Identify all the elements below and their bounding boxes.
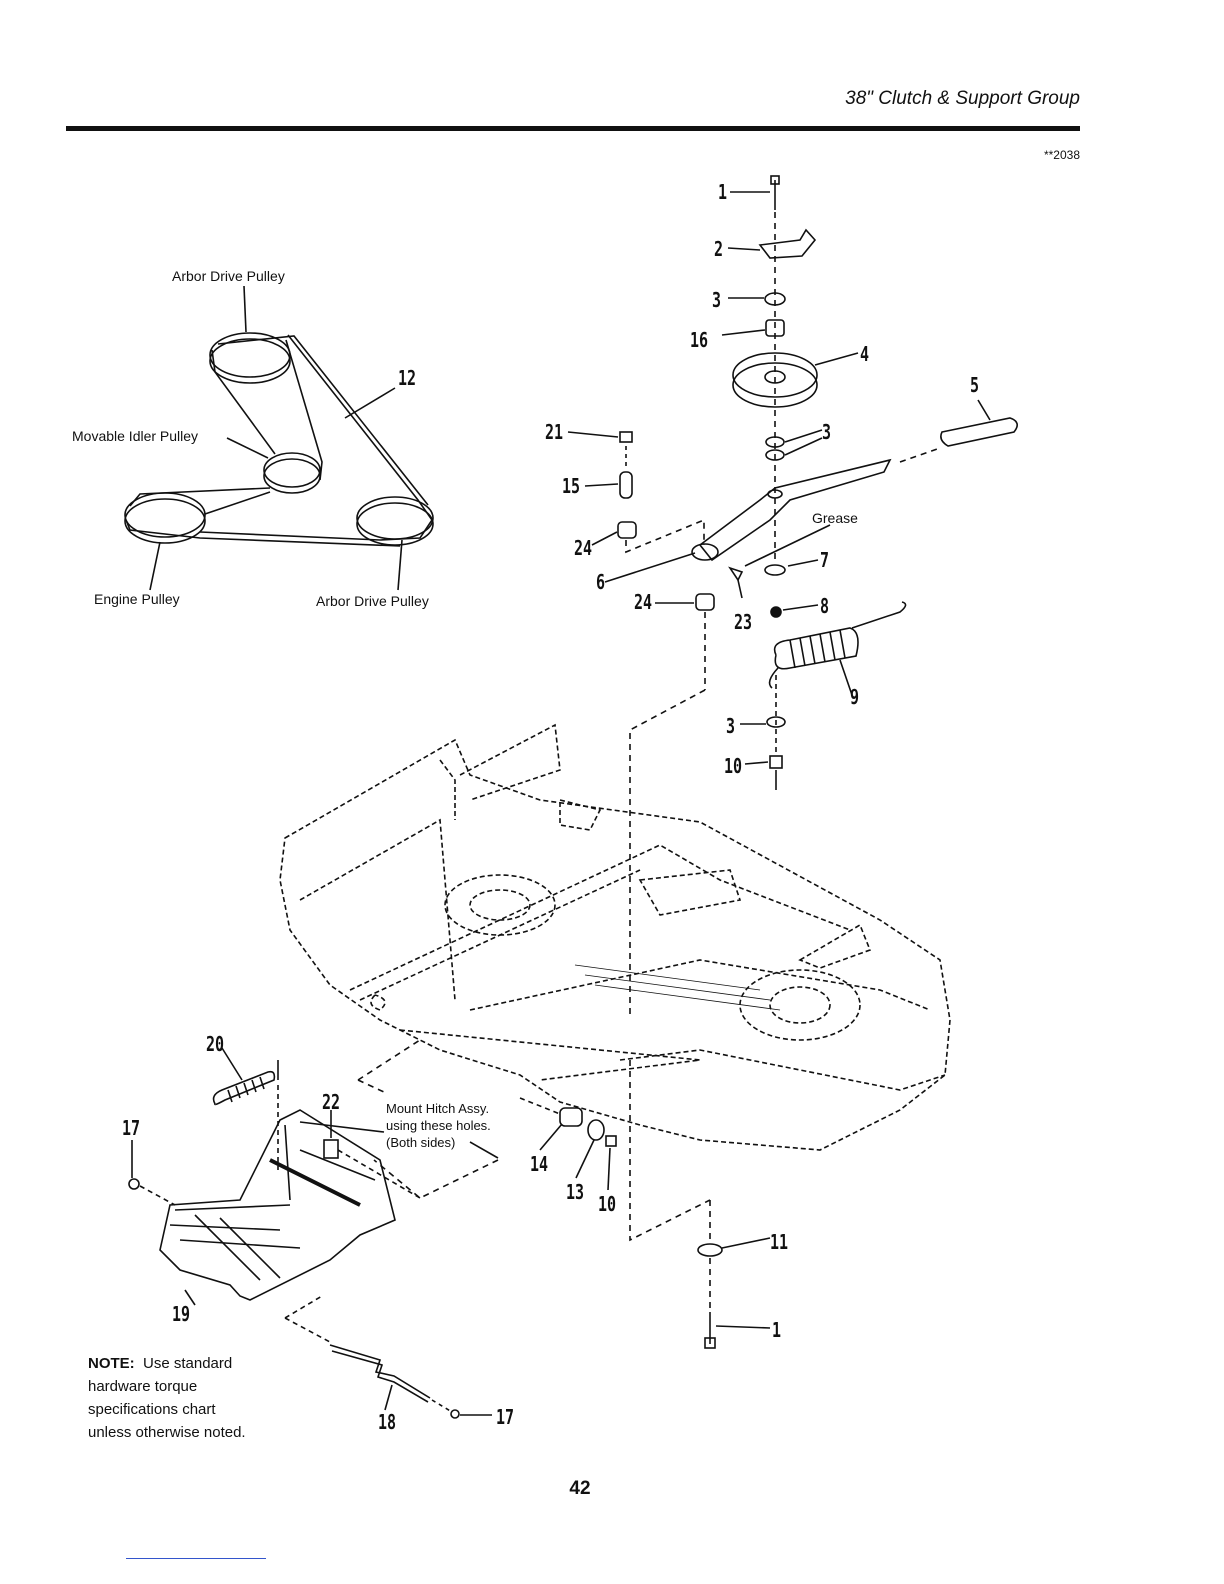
bottom-rule xyxy=(126,1558,266,1559)
callout-14: 14 xyxy=(530,1152,549,1176)
callout-17-a: 17 xyxy=(122,1116,141,1140)
callout-1-bottom: 1 xyxy=(772,1318,782,1342)
callout-21: 21 xyxy=(545,420,564,444)
callout-24-b: 24 xyxy=(634,590,653,614)
callout-23: 23 xyxy=(734,610,753,634)
callout-20: 20 xyxy=(206,1032,225,1056)
callout-18: 18 xyxy=(378,1410,397,1434)
hitch-mount-note: Mount Hitch Assy. using these holes. (Bo… xyxy=(386,1100,491,1151)
callout-6: 6 xyxy=(596,570,606,594)
callout-5: 5 xyxy=(970,373,980,397)
belt-routing-diagram xyxy=(124,285,434,591)
page-title: 38" Clutch & Support Group xyxy=(845,88,1080,109)
callout-22: 22 xyxy=(322,1090,341,1114)
callout-1-top: 1 xyxy=(718,180,728,204)
hitch-note-line-3: (Both sides) xyxy=(386,1135,456,1150)
movable-idler-pulley xyxy=(263,452,321,488)
callout-3-a: 3 xyxy=(712,288,722,312)
callout-17-b: 17 xyxy=(496,1405,515,1429)
torque-note: NOTE: Use standard hardware torque speci… xyxy=(88,1352,308,1444)
callout-9: 9 xyxy=(850,685,860,709)
callout-7: 7 xyxy=(820,548,830,572)
callout-2: 2 xyxy=(714,237,724,261)
note-line-2: hardware torque xyxy=(88,1378,198,1395)
page-number: 42 xyxy=(569,1478,591,1499)
callout-10-a: 10 xyxy=(724,754,743,778)
callout-11: 11 xyxy=(770,1230,789,1254)
hitch-assembly xyxy=(128,1039,771,1419)
mower-deck xyxy=(279,723,951,1151)
hitch-note-line-2: using these holes. xyxy=(386,1118,491,1133)
label-arbor-drive-pulley-top: Arbor Drive Pulley xyxy=(172,268,285,284)
label-arbor-drive-pulley-bottom: Arbor Drive Pulley xyxy=(316,593,429,609)
callout-4: 4 xyxy=(860,342,870,366)
diagram-code: **2038 xyxy=(1043,148,1080,162)
clutch-stack xyxy=(567,175,1018,1015)
hitch-note-line-1: Mount Hitch Assy. xyxy=(386,1101,490,1116)
callout-19: 19 xyxy=(172,1302,191,1326)
callout-12: 12 xyxy=(398,366,417,390)
label-grease: Grease xyxy=(812,510,858,526)
note-prefix: NOTE: xyxy=(88,1355,135,1372)
note-line-1: Use standard xyxy=(143,1355,233,1372)
label-engine-pulley: Engine Pulley xyxy=(94,591,180,607)
callout-3-b: 3 xyxy=(822,420,832,444)
callout-16: 16 xyxy=(690,328,709,352)
callout-8: 8 xyxy=(820,594,830,618)
note-line-3: specifications chart xyxy=(88,1401,216,1418)
belt xyxy=(129,334,433,541)
callout-13: 13 xyxy=(566,1180,585,1204)
callout-24-a: 24 xyxy=(574,536,593,560)
label-movable-idler-pulley: Movable Idler Pulley xyxy=(72,428,199,444)
spring-9 xyxy=(768,601,907,696)
header-rule xyxy=(66,126,1080,131)
note-line-4: unless otherwise noted. xyxy=(88,1424,246,1441)
callout-10-b: 10 xyxy=(598,1192,617,1216)
callout-3-c: 3 xyxy=(726,714,736,738)
callout-15: 15 xyxy=(562,474,581,498)
